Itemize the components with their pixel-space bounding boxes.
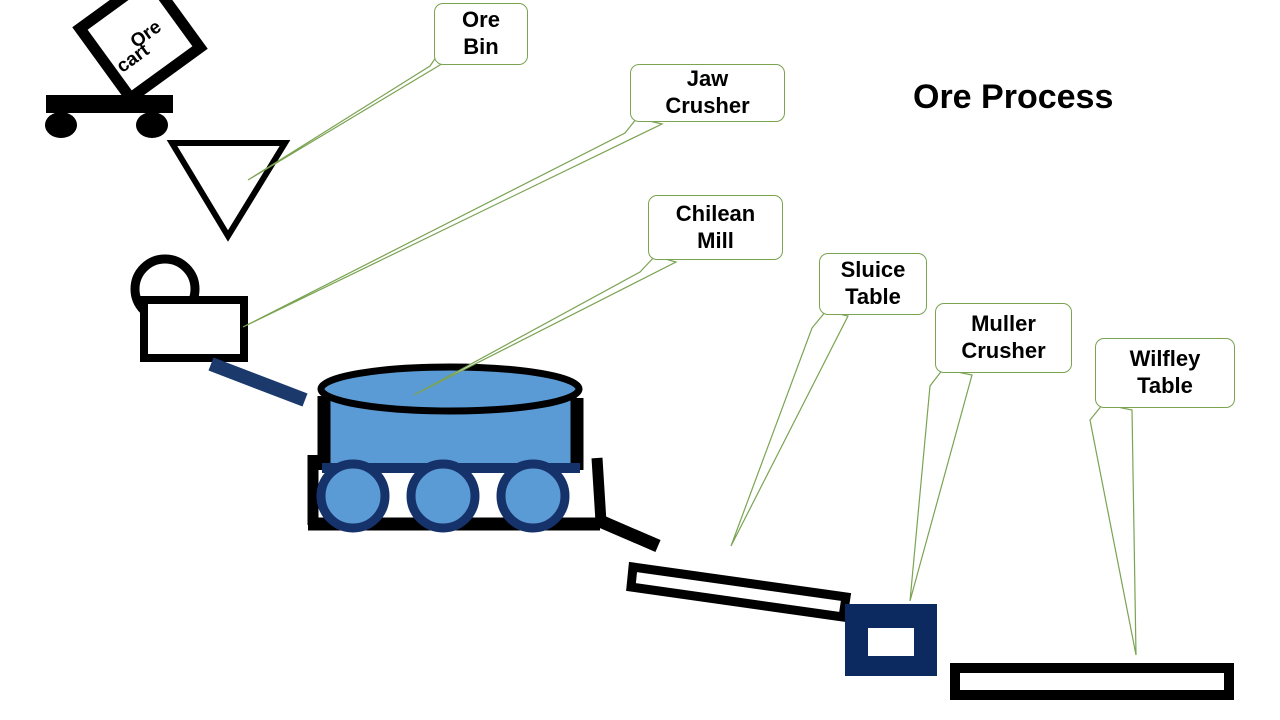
mill-pan-rim [317,363,583,415]
callout-wilfley-table-line-2: Table [1137,373,1193,398]
callout-jaw-crusher-line-2: Crusher [665,93,750,118]
jaw-crusher-group [130,254,308,407]
callout-leader-lines [242,48,1137,656]
callout-sluice-table-line-1: Sluice [840,257,906,283]
sluice-table-group [626,561,852,623]
mill-roller-1 [316,459,390,533]
ore-bin-group [166,140,291,242]
callout-sluice-table[interactable]: Sluice Table [819,253,927,315]
callout-ore-bin-line-1: Ore [462,7,500,33]
muller-crusher-opening [868,628,914,656]
callout-ore-bin-line-2: Bin [463,34,499,59]
callout-wilfley-table[interactable]: Wilfley Table [1095,338,1235,408]
callout-chilean-mill-line-2: Mill [697,227,734,253]
mill-frame-right-post [591,457,607,523]
callout-muller-crusher-line-1: Muller [971,311,1036,337]
callout-sluice-table-line-2: Table [845,284,901,309]
sluice-table-trough [626,561,852,623]
leader-line-sluice-table [730,310,849,547]
wilfley-table-deck [950,663,1234,700]
callout-muller-crusher[interactable]: Muller Crusher [935,303,1072,373]
ore-cart-wheel-left [45,112,77,138]
callout-muller-crusher-line-2: Crusher [961,338,1046,363]
ore-cart-group [45,0,208,138]
callout-jaw-crusher-line-1: Jaw [686,66,729,92]
callout-chilean-mill[interactable]: Chilean Mill [648,195,783,260]
callout-ore-bin[interactable]: Ore Bin [434,3,528,65]
wilfley-table-group [950,663,1234,700]
muller-crusher-group [845,604,937,676]
callout-wilfley-table-line-1: Wilfley [1129,346,1201,372]
leader-line-jaw-crusher [242,117,664,328]
ore-cart-deck [46,95,173,113]
page-title: Ore Process [913,78,1114,116]
jaw-crusher-body [140,296,248,362]
jaw-crusher-discharge-chute [208,357,308,407]
leader-line-wilfley-table [1089,403,1137,656]
ore-cart-wheel-right [136,112,168,138]
chilean-mill-group [307,363,661,552]
ore-bin-triangle [166,140,291,242]
leader-line-chilean-mill [413,255,678,396]
mill-roller-2 [406,459,480,533]
callout-chilean-mill-line-1: Chilean [675,200,756,226]
mill-discharge-chute [597,515,661,552]
mill-roller-3 [496,459,570,533]
leader-line-muller-crusher [909,368,973,602]
callout-jaw-crusher[interactable]: Jaw Crusher [630,64,785,122]
ore-cart-body [72,0,208,106]
